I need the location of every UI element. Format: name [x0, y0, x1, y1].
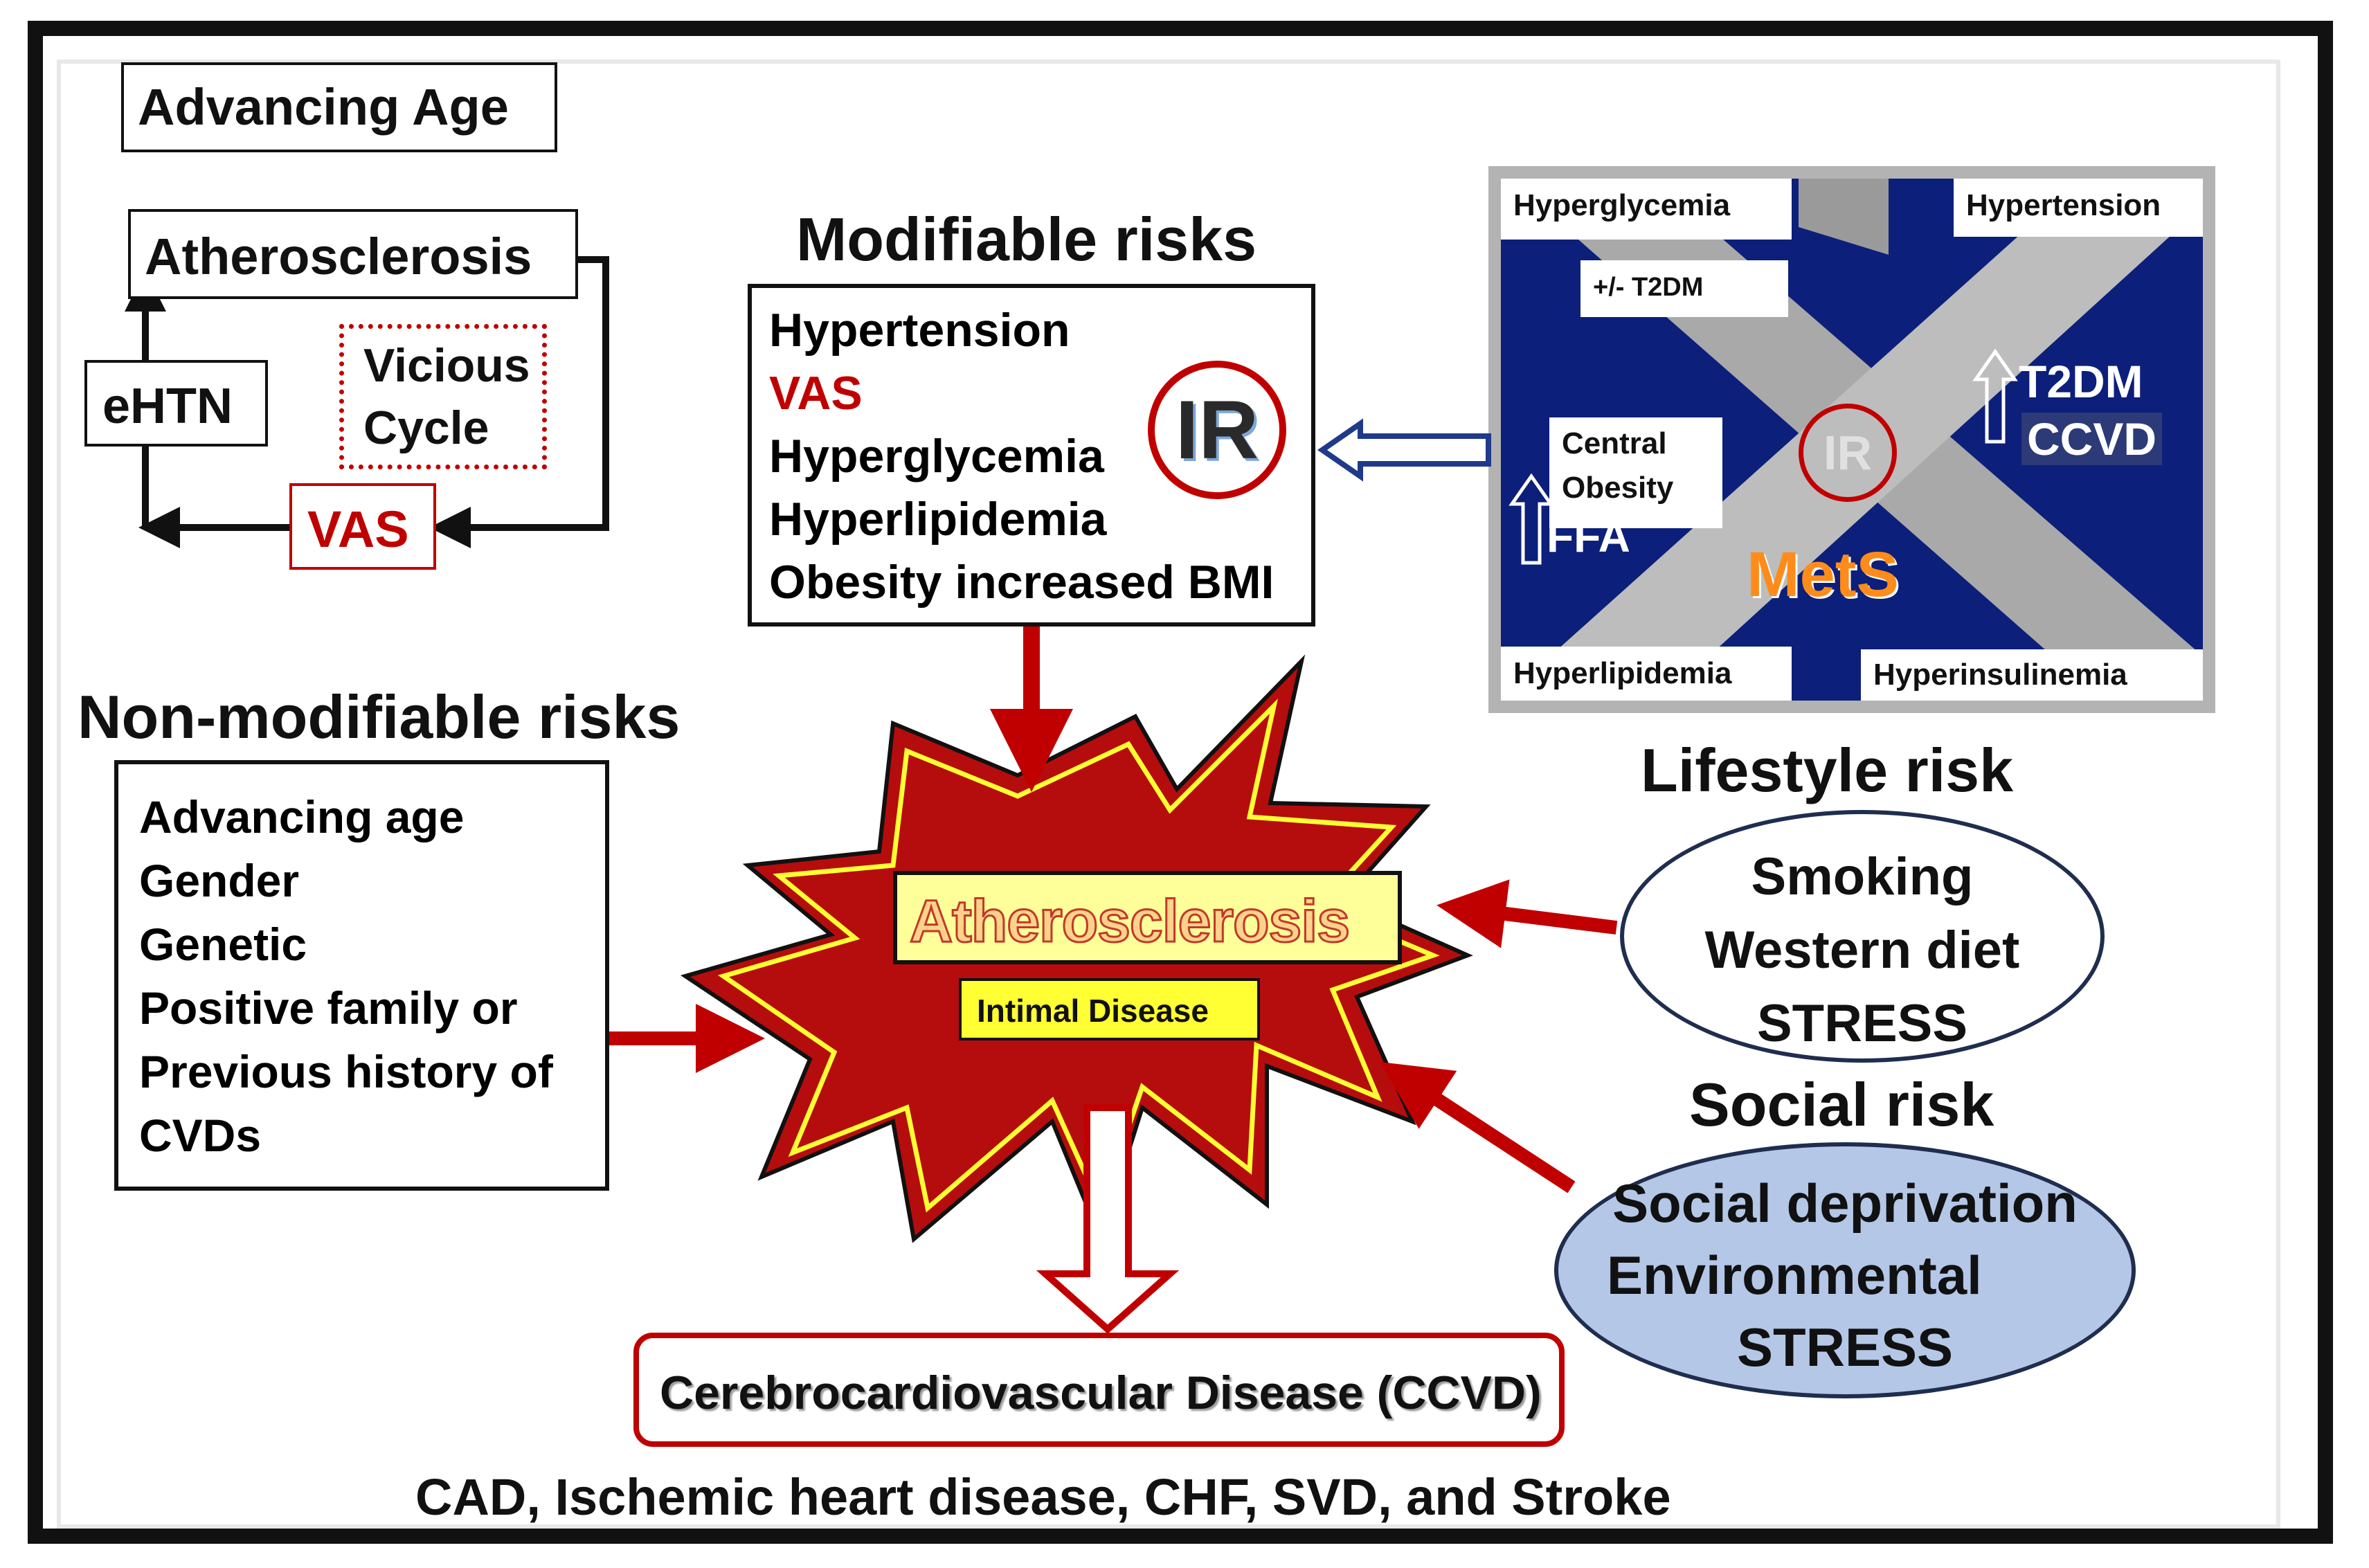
mets-ir-circle: IR	[1799, 404, 1897, 502]
social-heading: Social risk	[1689, 1070, 1994, 1139]
non-modifiable-list: Advancing age Gender Genetic Positive fa…	[139, 785, 553, 1167]
cycle-label: Cycle	[363, 402, 489, 454]
mets-title: MetS	[1747, 539, 1899, 610]
mets-ir-label: IR	[1823, 426, 1872, 480]
cycle-atherosclerosis-box: Atherosclerosis	[128, 209, 578, 299]
modifiable-item-vas: VAS	[769, 367, 863, 420]
mets-ccvd: CCVD	[2021, 413, 2163, 465]
modifiable-item-hyperlipidemia: Hyperlipidemia	[769, 493, 1107, 546]
social-item-stress: STRESS	[1736, 1317, 1954, 1378]
non-modifiable-item-gender: Gender	[139, 855, 300, 906]
mets-obesity: Obesity	[1562, 471, 1674, 505]
mets-panel: Hyperglycemia Hypertension +/- T2DM Cent…	[1488, 166, 2215, 713]
outcome-label: Cerebrocardiovascular Disease (CCVD)	[660, 1367, 1542, 1419]
modifiable-item-hypertension: Hypertension	[769, 304, 1070, 357]
center-atherosclerosis-box: Atherosclerosis	[893, 871, 1402, 964]
ir-circle: IR	[1148, 361, 1286, 499]
lifestyle-item-diet: Western diet	[1704, 921, 2020, 980]
non-modifiable-item-history: Previous history of	[139, 1046, 553, 1097]
arrow-center-to-outcome	[1036, 1104, 1180, 1334]
non-modifiable-item-genetic: Genetic	[139, 919, 307, 970]
non-modifiable-risks-box: Advancing age Gender Genetic Positive fa…	[114, 760, 609, 1191]
non-modifiable-item-family: Positive family or	[139, 982, 518, 1034]
modifiable-item-obesity: Obesity increased BMI	[769, 556, 1274, 609]
social-item-deprivation: Social deprivation	[1612, 1173, 2078, 1234]
mets-hypertension: Hypertension	[1954, 179, 2203, 237]
arrow-lifestyle-to-center	[1436, 879, 1618, 948]
mets-t2dm-tag: +/- T2DM	[1580, 260, 1788, 317]
ir-circle-label: IR	[1176, 384, 1259, 476]
ehtn-box: eHTN	[84, 360, 268, 447]
vas-box: VAS	[289, 483, 436, 570]
mets-t2dm: T2DM	[2019, 356, 2143, 407]
center-atherosclerosis-label: Atherosclerosis	[908, 887, 1351, 956]
lifestyle-risk-ellipse: Smoking Western diet STRESS	[1620, 810, 2105, 1063]
vicious-label: Vicious	[363, 339, 530, 392]
vicious-cycle-box: Vicious Cycle	[339, 324, 547, 469]
cycle-right-path	[429, 256, 609, 548]
mets-hyperglycemia: Hyperglycemia	[1501, 179, 1792, 240]
lifestyle-item-smoking: Smoking	[1751, 847, 1974, 906]
vas-label: VAS	[307, 501, 409, 558]
mets-image: Hyperglycemia Hypertension +/- T2DM Cent…	[1501, 179, 2203, 701]
advancing-age-box: Advancing Age	[121, 62, 557, 152]
mets-central: Central	[1562, 426, 1667, 460]
modifiable-heading: Modifiable risks	[796, 205, 1257, 273]
arrow-social-to-center	[1380, 1062, 1576, 1193]
non-modifiable-heading: Non-modifiable risks	[78, 683, 681, 751]
mets-ffa: FFA	[1547, 512, 1630, 561]
ehtn-label: eHTN	[102, 379, 233, 434]
starburst-inner-outline	[717, 699, 1440, 1215]
lifestyle-heading: Lifestyle risk	[1641, 736, 2014, 804]
non-modifiable-item-age: Advancing age	[139, 791, 465, 842]
outcome-box: Cerebrocardiovascular Disease (CCVD)	[633, 1333, 1565, 1447]
advancing-age-label: Advancing Age	[138, 78, 509, 136]
modifiable-risks-box: Hypertension VAS Hyperglycemia Hyperlipi…	[748, 284, 1315, 627]
modifiable-item-hyperglycemia: Hyperglycemia	[769, 430, 1104, 483]
non-modifiable-item-cvds: CVDs	[139, 1110, 262, 1161]
cycle-atherosclerosis-label: Atherosclerosis	[145, 228, 532, 285]
mets-hyperinsulinemia: Hyperinsulinemia	[1861, 649, 2203, 701]
mets-hyperlipidemia: Hyperlipidemia	[1501, 647, 1792, 701]
outcome-examples: CAD, Ischemic heart disease, CHF, SVD, a…	[415, 1468, 1671, 1526]
lifestyle-item-stress: STRESS	[1756, 994, 1968, 1053]
intimal-disease-label: Intimal Disease	[977, 993, 1209, 1029]
social-risk-ellipse: Social deprivation Environmental STRESS	[1554, 1142, 2136, 1398]
modifiable-list: Hypertension VAS Hyperglycemia Hyperlipi…	[769, 299, 1274, 614]
intimal-disease-box: Intimal Disease	[959, 978, 1260, 1040]
social-item-environmental: Environmental	[1607, 1245, 1982, 1306]
mets-central-obesity: Central Obesity	[1549, 417, 1722, 528]
arrow-mets-to-ir	[1317, 418, 1491, 482]
